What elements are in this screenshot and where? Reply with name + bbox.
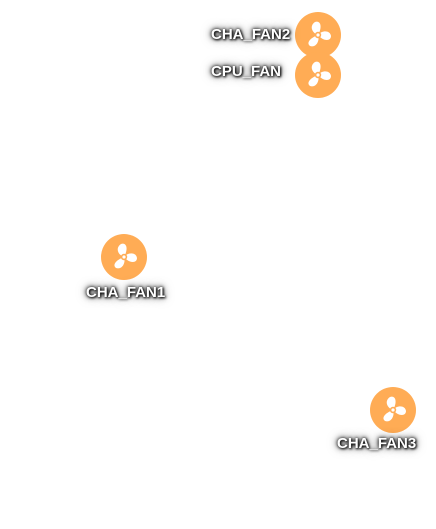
fan-label: CHA_FAN3 <box>337 435 417 452</box>
fan-icon[interactable] <box>370 387 416 433</box>
fan-label: CHA_FAN2 <box>211 26 291 43</box>
fan-label: CHA_FAN1 <box>86 284 166 301</box>
fan-icon[interactable] <box>101 234 147 280</box>
fan-icon[interactable] <box>295 52 341 98</box>
fan-label: CPU_FAN <box>211 63 282 80</box>
